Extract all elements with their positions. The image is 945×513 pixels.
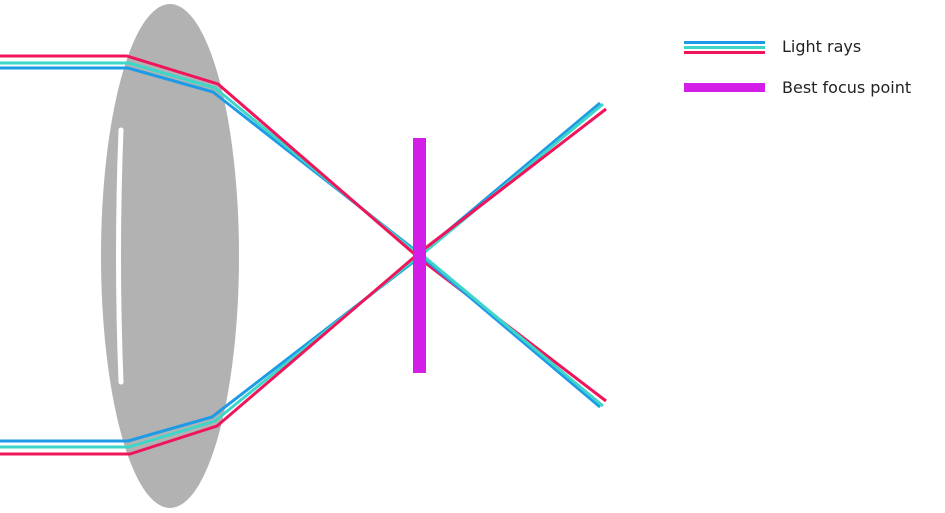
legend-ray-red [684, 51, 765, 54]
legend-label-best-focus: Best focus point [782, 77, 912, 97]
bottom-ray-red [0, 107, 607, 456]
legend-label-light-rays: Light rays [782, 36, 862, 56]
legend-item-best-focus: Best focus point [684, 74, 911, 100]
light-rays-icon [684, 38, 765, 54]
lens-icon [101, 4, 239, 508]
lens-highlight [116, 127, 124, 385]
legend-ray-blue [684, 41, 765, 44]
top-ray-blue [0, 66, 601, 256]
focus-bar-icon [684, 79, 765, 95]
top-ray-cyan [0, 61, 604, 258]
legend-focus-swatch [684, 83, 765, 92]
bottom-ray-cyan [0, 252, 604, 449]
bottom-ray-blue [0, 254, 601, 443]
legend-ray-cyan [684, 46, 765, 49]
bottom-ray-bundle [0, 107, 607, 456]
legend-item-light-rays: Light rays [684, 33, 861, 59]
lens-body [101, 4, 239, 508]
focus-bar-icon [413, 138, 426, 373]
